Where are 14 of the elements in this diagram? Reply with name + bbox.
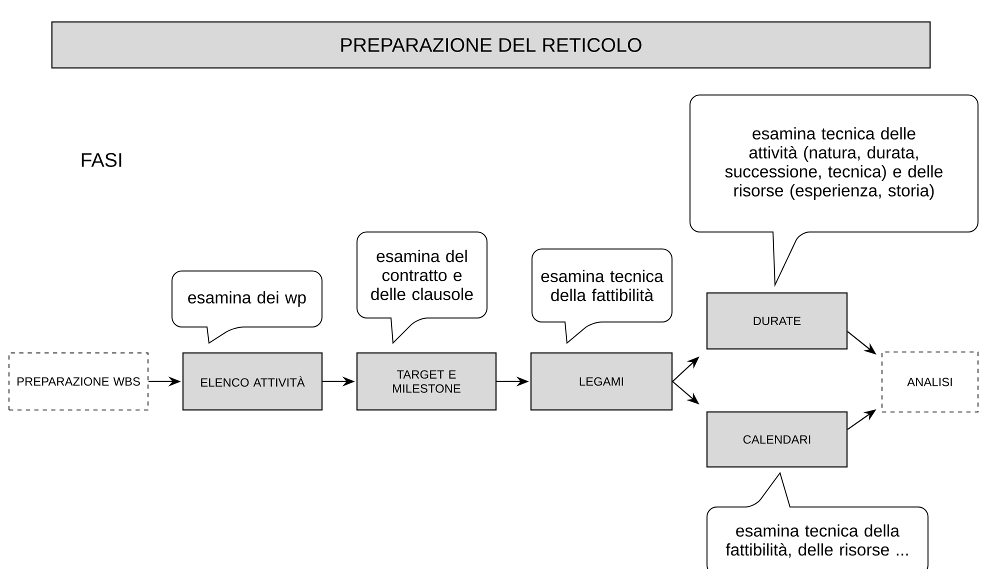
title-band: PREPARAZIONE DEL RETICOLO [51, 21, 931, 69]
section-label: FASI [82, 153, 122, 167]
speech-bubble: esamina dei wp [172, 270, 322, 344]
speech-bubble: esamina tecnica della fattibilità [532, 248, 672, 344]
process-box: ELENCO ATTIVITÀ [182, 352, 323, 411]
terminal-box: ANALISI [882, 352, 978, 412]
speech-bubble: esamina del contratto e delle clausole [356, 232, 488, 344]
process-box: DURATE [706, 292, 848, 350]
process-box: TARGET E MILESTONE [356, 352, 497, 411]
speech-bubble: esamina tecnica della fattibilità, delle risorse ... [706, 472, 928, 569]
terminal-box: PREPARAZIONE WBS [8, 352, 148, 410]
process-box: LEGAMI [530, 352, 673, 411]
speech-bubble: esamina tecnica delle attività (natura, durata, successione, tecnica) e delle risorse (esperienza, storia) [690, 94, 978, 286]
process-box: CALENDARI [706, 411, 848, 468]
